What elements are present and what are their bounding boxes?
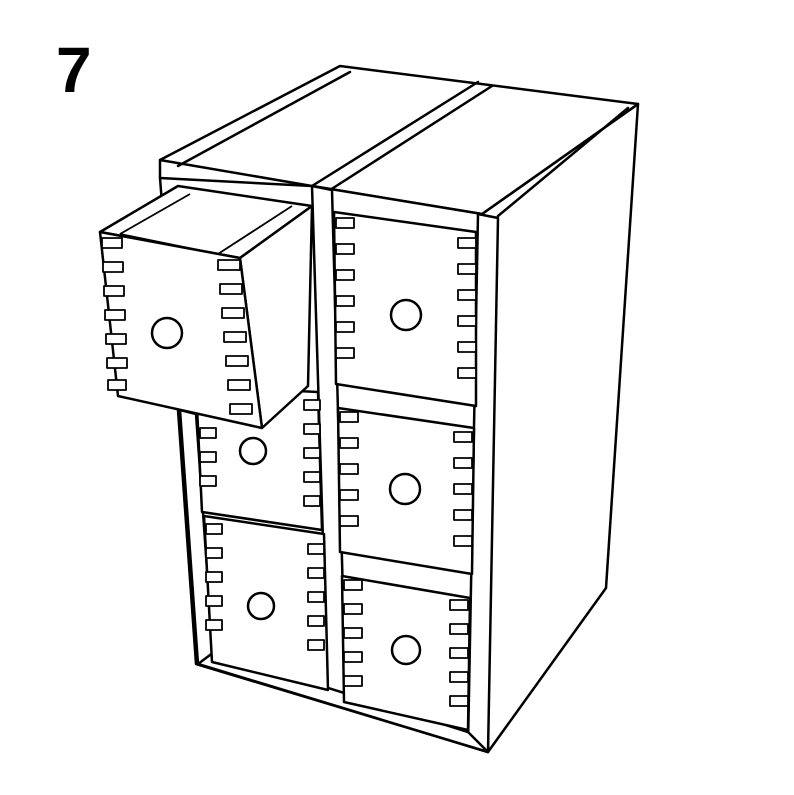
open-drawer-knob: [150, 316, 184, 350]
drawer-left-bottom-dovetails: [205, 523, 325, 651]
drawer-right-middle-dovetails: [339, 411, 473, 547]
drawer-left-middle-knob: [238, 436, 268, 466]
drawer-left-middle-dovetails: [199, 399, 321, 507]
step-number: 7: [56, 34, 92, 106]
open-drawer-dovetails: [101, 237, 253, 415]
open-drawer-inner-edge-2: [217, 205, 293, 255]
drawer-right-bottom-dovetails: [343, 579, 469, 707]
drawer-right-top-knob: [389, 298, 423, 332]
drawer-right-bottom-knob: [390, 634, 422, 666]
cabinet-top-seam-2: [328, 84, 494, 192]
drawer-right-middle-knob: [388, 472, 422, 506]
cabinet-top: [158, 64, 640, 216]
cabinet-top-back-edge: [176, 70, 352, 168]
cabinet-right-top-edge: [496, 106, 630, 218]
drawer-left-bottom-knob: [246, 591, 276, 621]
cabinet-right-side: [480, 102, 640, 754]
open-drawer-inner-edge: [119, 193, 191, 235]
drawer-right-top-dovetails: [335, 217, 477, 379]
cabinet-top-seam: [310, 80, 480, 188]
